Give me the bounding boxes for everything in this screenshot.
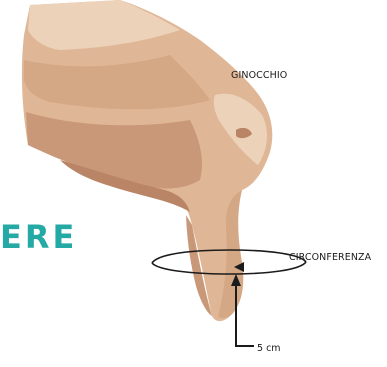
knee-label: GINOCCHIO (231, 71, 287, 81)
heading-fragment: ERE (0, 221, 77, 253)
distance-label: 5 cm (257, 344, 281, 354)
circumference-label: CIRCONFERENZA (289, 253, 371, 263)
